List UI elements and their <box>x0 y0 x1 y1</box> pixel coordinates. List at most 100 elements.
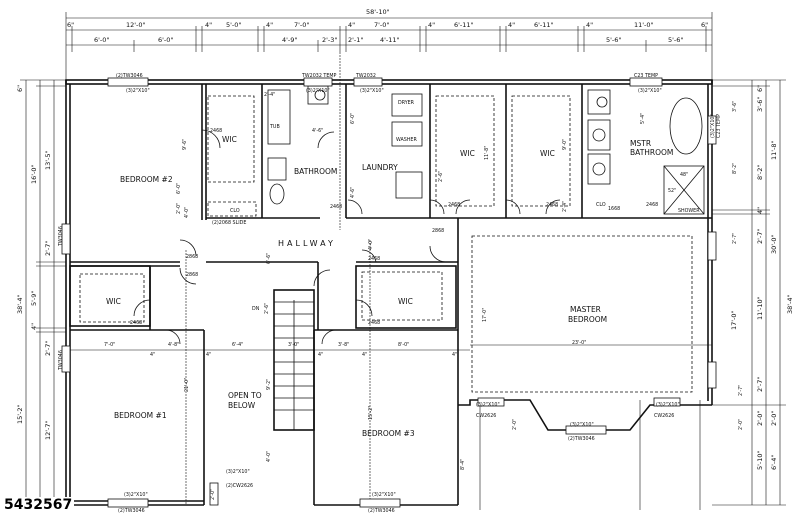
window-label-13: (2)CW2626 <box>226 483 253 489</box>
window-label-4: (3)2"X10" <box>306 88 330 94</box>
clo-hall: CLO <box>230 208 240 214</box>
window-label-23: C23 TEMP <box>716 114 722 138</box>
dimension-lines <box>20 12 786 510</box>
top-dim-6: 7'-0" <box>294 21 309 29</box>
top-dim-2: 12'-0" <box>126 21 146 29</box>
overall-depth-left: 38'-4" <box>16 294 24 314</box>
idim-18: 3'-8" <box>338 342 349 348</box>
idim-20: 21'-0" <box>184 378 190 392</box>
wic-bedroom2: WIC <box>222 135 237 144</box>
window-labels: (2)TW3046 (3)2"X10" TW2032 TEMP (3)2"X10… <box>58 73 722 514</box>
left-dim-1: 6" <box>16 85 24 92</box>
idim-21: 9'-2" <box>266 379 272 390</box>
idim-2: 9'-6" <box>182 139 188 150</box>
room-bedroom-1: BEDROOM #1 <box>114 411 167 420</box>
idim-31: 2'-0" <box>176 203 182 214</box>
top-dim-15: 6" <box>701 21 708 29</box>
wic-bedroom3: WIC <box>398 297 413 306</box>
left-dim-8: 15'-2" <box>16 404 24 424</box>
left-dim-4: 2'-7" <box>44 241 52 256</box>
right-dim-12: 2'-0" <box>770 411 778 426</box>
room-master-bath-line2: BATHROOM <box>630 148 673 157</box>
listing-id: 5432567 <box>2 497 75 513</box>
idim-5: 9'-0" <box>562 139 568 150</box>
idim-16: 6'-4" <box>232 342 243 348</box>
top-dim-10: 6'-11" <box>454 21 474 29</box>
top-dim2-1: 6'-0" <box>94 36 109 44</box>
idim-4: 11'-8" <box>484 146 490 160</box>
idim-41: 4" <box>452 352 457 358</box>
room-master-bedroom-line1: MASTER <box>570 305 601 314</box>
window-label-6: (3)2"X10" <box>360 88 384 94</box>
right-dim-4: 8'-2" <box>756 165 764 180</box>
idim-26: 2'-7" <box>732 233 738 244</box>
window-label-5: TW2032 <box>355 73 376 79</box>
idim-3: 6'-0" <box>350 113 356 124</box>
room-labels: BEDROOM #2 BEDROOM #1 BEDROOM #3 MASTER … <box>106 100 700 438</box>
door-2868-c: 2868 <box>186 272 198 278</box>
master-tub <box>669 97 703 155</box>
left-dim-2: 16'-0" <box>30 164 38 184</box>
idim-10: 2'-4" <box>562 201 568 212</box>
right-dim-10: 2'-7" <box>756 377 764 392</box>
open-to-below-line1: OPEN TO <box>228 391 262 400</box>
shower <box>663 165 705 215</box>
right-dim-8: 11'-10" <box>756 296 764 320</box>
door-2468-f: 2468 <box>130 320 142 326</box>
right-dimensions: 6" 3'-6" 11'-8" 8'-2" 4" 30'-0" 2'-7" 11… <box>730 85 794 470</box>
idim-15: 4'-8" <box>168 342 179 348</box>
right-dim-11: 2'-0" <box>756 411 764 426</box>
idim-39: 4" <box>318 352 323 358</box>
idim-27: 2'-4" <box>264 92 275 98</box>
top-dim2-5: 2'-1" <box>348 36 363 44</box>
idim-7: 8'-2" <box>732 163 738 174</box>
window-label-21: TW3046 <box>58 226 64 247</box>
top-dim2-6: 4'-11" <box>380 36 400 44</box>
idim-40: 4" <box>362 352 367 358</box>
idim-23: 4'-0" <box>266 451 272 462</box>
window-label-22: (3)2"X10" <box>710 114 716 138</box>
right-dim-9: 17'-0" <box>730 310 738 330</box>
idim-30: 2'-6" <box>438 171 444 182</box>
right-dim-7: 2'-7" <box>756 229 764 244</box>
top-dim2-8: 5'-6" <box>668 36 683 44</box>
room-bathroom: BATHROOM <box>294 167 337 176</box>
shower-label: SHOWER <box>678 208 700 214</box>
window-label-14: (3)2"X10" <box>226 469 250 475</box>
door-2868-b: 2868 <box>186 254 198 260</box>
room-hallway: HALLWAY <box>278 239 336 248</box>
dryer <box>391 93 423 117</box>
top-dim-13: 4" <box>586 21 593 29</box>
door-2468-c: 2468 <box>448 202 460 208</box>
shower-width: 48" <box>680 172 688 178</box>
room-master-bath-line1: MSTR <box>630 139 651 148</box>
right-dim-2: 3'-6" <box>756 97 764 112</box>
closet-outlines <box>79 95 693 393</box>
window-label-10: (3)2"X10" <box>124 492 148 498</box>
idim-9: 6'-6" <box>266 253 272 264</box>
top-dim-12: 6'-11" <box>534 21 554 29</box>
window-label-20: (3)2"X10" <box>570 422 594 428</box>
overall-depth-right: 38'-4" <box>786 294 794 314</box>
right-dim-5: 4" <box>756 207 764 214</box>
left-dim-6: 4" <box>30 323 38 330</box>
idim-36: 2'-0" <box>210 489 216 500</box>
window-label-17: (2)TW3046 <box>568 436 595 442</box>
top-dim2-4: 2'-3" <box>322 36 337 44</box>
wic-master-2: WIC <box>540 149 555 158</box>
door-2468-a: 2468 <box>210 128 222 134</box>
idim-6: 5'-4" <box>640 113 646 124</box>
top-dim2-7: 5'-6" <box>606 36 621 44</box>
room-bedroom-3: BEDROOM #3 <box>362 429 415 438</box>
window-label-16: (3)2"X10" <box>476 402 500 408</box>
door-2068: (2)2068 SLIDE <box>212 220 246 226</box>
door-2468-h: 2468 <box>368 256 380 262</box>
window-label-3: TW2032 TEMP <box>301 73 337 79</box>
room-bedroom-2: BEDROOM #2 <box>120 175 173 184</box>
idim-34: 2'-0" <box>738 419 744 430</box>
door-2468-g: 2468 <box>368 320 380 326</box>
top-dim-9: 4" <box>428 21 435 29</box>
overall-width: 58'-10" <box>366 8 390 16</box>
fixtures <box>133 85 705 430</box>
idim-24: 8'-4" <box>460 459 466 470</box>
